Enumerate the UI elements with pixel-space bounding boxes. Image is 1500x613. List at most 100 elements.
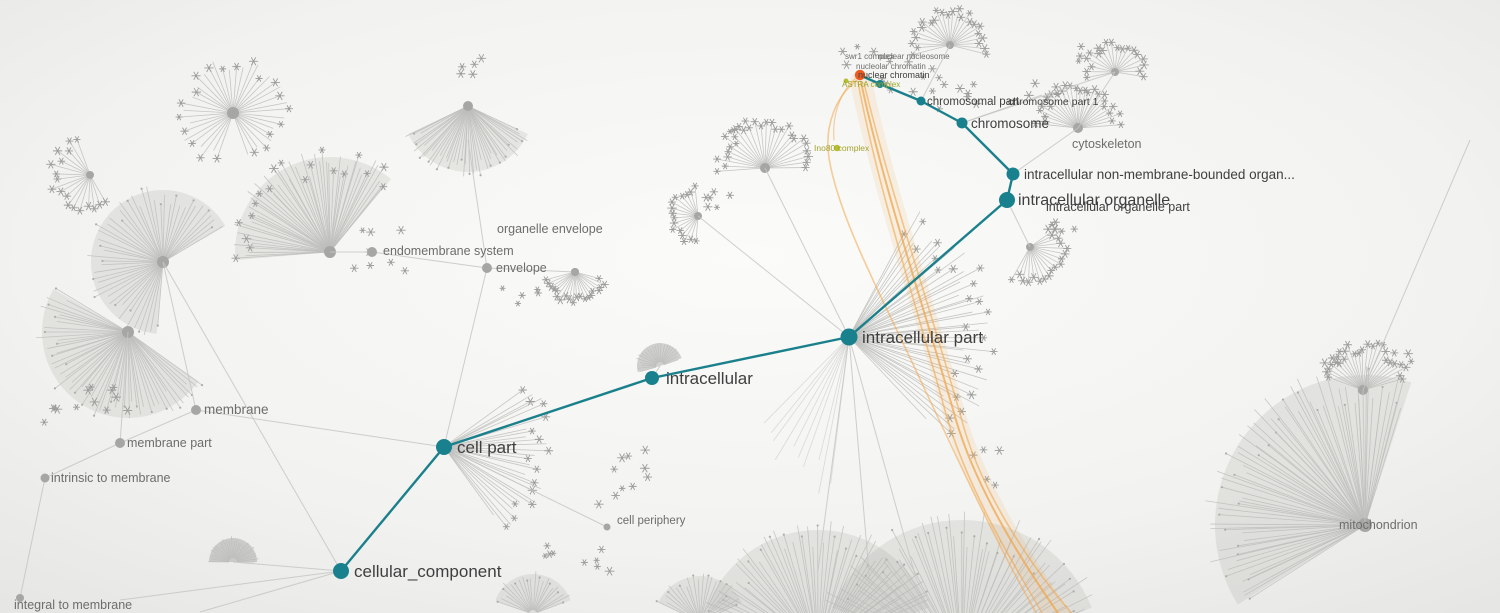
- leaf-term-dot: [535, 468, 538, 471]
- term-label[interactable]: endomembrane system: [383, 244, 514, 258]
- leaf-term-dot: [1043, 120, 1046, 123]
- leaf-term-dot: [992, 350, 995, 353]
- term-label[interactable]: envelope: [496, 261, 547, 275]
- term-label[interactable]: cytoskeleton: [1072, 137, 1142, 151]
- cluster-hub-node[interactable]: [86, 171, 94, 179]
- term-label[interactable]: chromosome: [971, 116, 1049, 131]
- query-hit-node[interactable]: [843, 78, 849, 84]
- term-label[interactable]: chromosomal part: [927, 96, 1020, 108]
- leaf-term-dot: [553, 287, 556, 290]
- leaf-term-dot: [505, 525, 508, 528]
- term-label[interactable]: organelle envelope: [497, 222, 603, 236]
- leaf-term-dot: [56, 408, 59, 411]
- leaf-term-dot: [760, 124, 763, 127]
- term-label[interactable]: intrinsic to membrane: [51, 471, 171, 485]
- selected-path-edge: [339, 445, 446, 573]
- leaf-term-dot: [1010, 278, 1013, 281]
- term-label[interactable]: Ino80 complex: [814, 143, 870, 153]
- selected-term-node[interactable]: [333, 563, 349, 579]
- leaf-term-dot: [461, 65, 464, 68]
- term-label[interactable]: swr1 complex: [845, 52, 894, 61]
- selected-term-node[interactable]: [999, 192, 1015, 208]
- cluster-hub-node[interactable]: [463, 101, 473, 111]
- term-node[interactable]: [40, 473, 50, 483]
- term-label[interactable]: chromosome part 1: [1008, 96, 1099, 108]
- leaf-term-dot: [93, 207, 96, 210]
- term-node[interactable]: [191, 405, 201, 415]
- term-label[interactable]: nucleolar chromatin: [856, 62, 926, 71]
- leaf-term-dot: [67, 149, 70, 152]
- leaf-term-dot: [1108, 112, 1111, 115]
- term-node[interactable]: [16, 594, 24, 602]
- leaf-term-dot: [936, 241, 939, 244]
- leaf-term-dot: [1055, 93, 1058, 96]
- leaf-term-dot: [1142, 57, 1145, 60]
- term-label[interactable]: mitochondrion: [1339, 518, 1418, 532]
- term-node[interactable]: [115, 438, 125, 448]
- selected-term-node[interactable]: [436, 439, 452, 455]
- selected-term-node[interactable]: [916, 96, 926, 106]
- leaf-term-dot: [1393, 362, 1396, 365]
- leaf-term-dot: [600, 548, 603, 551]
- term-label[interactable]: membrane: [204, 402, 269, 417]
- leaf-term-dot: [947, 13, 950, 16]
- term-label[interactable]: integral to membrane: [14, 598, 132, 612]
- leaf-term-dot: [1103, 105, 1106, 108]
- leaf-term-dot: [568, 298, 571, 301]
- leaf-term-dot: [914, 36, 917, 39]
- query-hit-node[interactable]: [833, 144, 841, 152]
- leaf-term-dot: [544, 415, 547, 418]
- term-node[interactable]: [603, 523, 611, 531]
- graph-edge: [920, 44, 951, 102]
- term-label[interactable]: intracellular organelle: [1018, 192, 1170, 209]
- term-label[interactable]: intracellular non-membrane-bounded organ…: [1024, 167, 1295, 182]
- leaf-term-dot: [631, 485, 634, 488]
- leaf-term-dot: [921, 220, 924, 223]
- leaf-term-dot: [1069, 84, 1072, 87]
- leaf-term-dot: [671, 228, 674, 231]
- term-label[interactable]: intracellular part: [862, 328, 983, 347]
- term-label[interactable]: membrane part: [127, 436, 212, 450]
- term-label[interactable]: cell part: [457, 438, 517, 457]
- leaf-term-dot: [105, 409, 108, 412]
- leaf-term-dot: [1384, 350, 1387, 353]
- selected-term-node[interactable]: [956, 117, 968, 129]
- leaf-term-dot: [683, 240, 686, 243]
- term-node[interactable]: [571, 268, 579, 276]
- selected-term-node[interactable]: [1006, 167, 1020, 181]
- graph-edge: [1077, 71, 1116, 129]
- leaf-term-dot: [575, 296, 578, 299]
- leaf-term-dot: [1404, 366, 1407, 369]
- leaf-term-dot: [1059, 263, 1062, 266]
- term-label[interactable]: intracellular organelle part: [1046, 200, 1190, 214]
- leaf-term-dot: [389, 261, 392, 264]
- term-label[interactable]: nuclear chromatin: [858, 70, 930, 80]
- term-label[interactable]: cellular_component: [354, 562, 502, 581]
- selected-term-node[interactable]: [840, 328, 858, 346]
- cluster-fan: [907, 4, 991, 58]
- term-label[interactable]: nuclear nucleosome: [878, 52, 950, 61]
- term-label[interactable]: cell periphery: [617, 515, 686, 527]
- leaf-term-dot: [948, 417, 951, 420]
- leaf-term-dot: [590, 294, 593, 297]
- term-label[interactable]: ASTRA complex: [842, 80, 900, 89]
- term-node[interactable]: [482, 263, 492, 273]
- leaf-term-dot: [912, 30, 915, 33]
- leaf-term-dot: [1400, 363, 1403, 366]
- leaf-term-dot: [744, 120, 747, 123]
- selected-term-node[interactable]: [645, 371, 659, 385]
- term-node[interactable]: [367, 247, 377, 257]
- selected-term-node[interactable]: [876, 80, 884, 88]
- leaf-term-dot: [1049, 105, 1052, 108]
- term-label[interactable]: intracellular: [666, 369, 753, 388]
- cluster-hub-node[interactable]: [227, 107, 239, 119]
- leaf-term-dot: [1034, 122, 1037, 125]
- leaf-term-dot: [587, 296, 590, 299]
- leaf-term-dot: [953, 372, 956, 375]
- leaf-term-dot: [1057, 237, 1060, 240]
- leaf-term-dot: [807, 155, 810, 158]
- focus-term-node[interactable]: [854, 69, 866, 81]
